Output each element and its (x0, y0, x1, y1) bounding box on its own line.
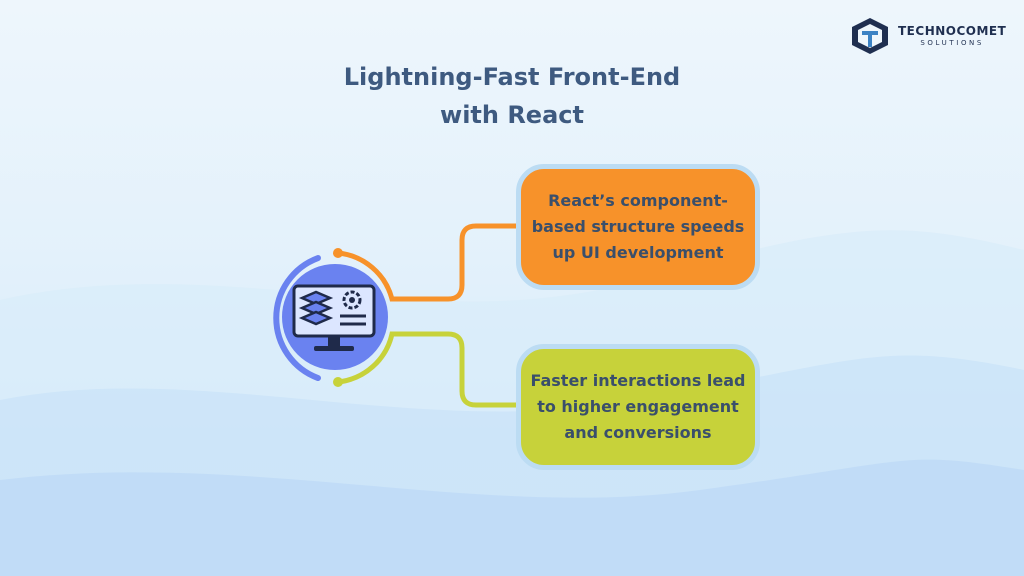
title-line-1: Lightning-Fast Front-End (343, 63, 681, 91)
card-text-line: to higher engagement (537, 397, 739, 416)
brand-subtitle: SOLUTIONS (920, 39, 984, 47)
monitor-layers-gear-icon (292, 284, 376, 351)
hub-circle (282, 264, 388, 370)
card-text-line: Faster interactions lead (530, 371, 746, 390)
brand-name: TECHNOCOMET (898, 24, 1007, 38)
card-text-line: based structure speeds (531, 217, 745, 236)
title-line-2: with React (440, 101, 584, 129)
card-text-line: and conversions (564, 423, 712, 442)
benefit-card-component-structure: React’s component- based structure speed… (516, 164, 760, 290)
page-title: Lightning-Fast Front-End with React (262, 58, 762, 134)
technocomet-logo-icon (852, 18, 888, 54)
brand-logo: TECHNOCOMET SOLUTIONS (848, 16, 1006, 56)
benefit-card-faster-interactions: Faster interactions lead to higher engag… (516, 344, 760, 470)
card-text-line: React’s component- (548, 191, 728, 210)
card-text-line: up UI development (552, 243, 724, 262)
